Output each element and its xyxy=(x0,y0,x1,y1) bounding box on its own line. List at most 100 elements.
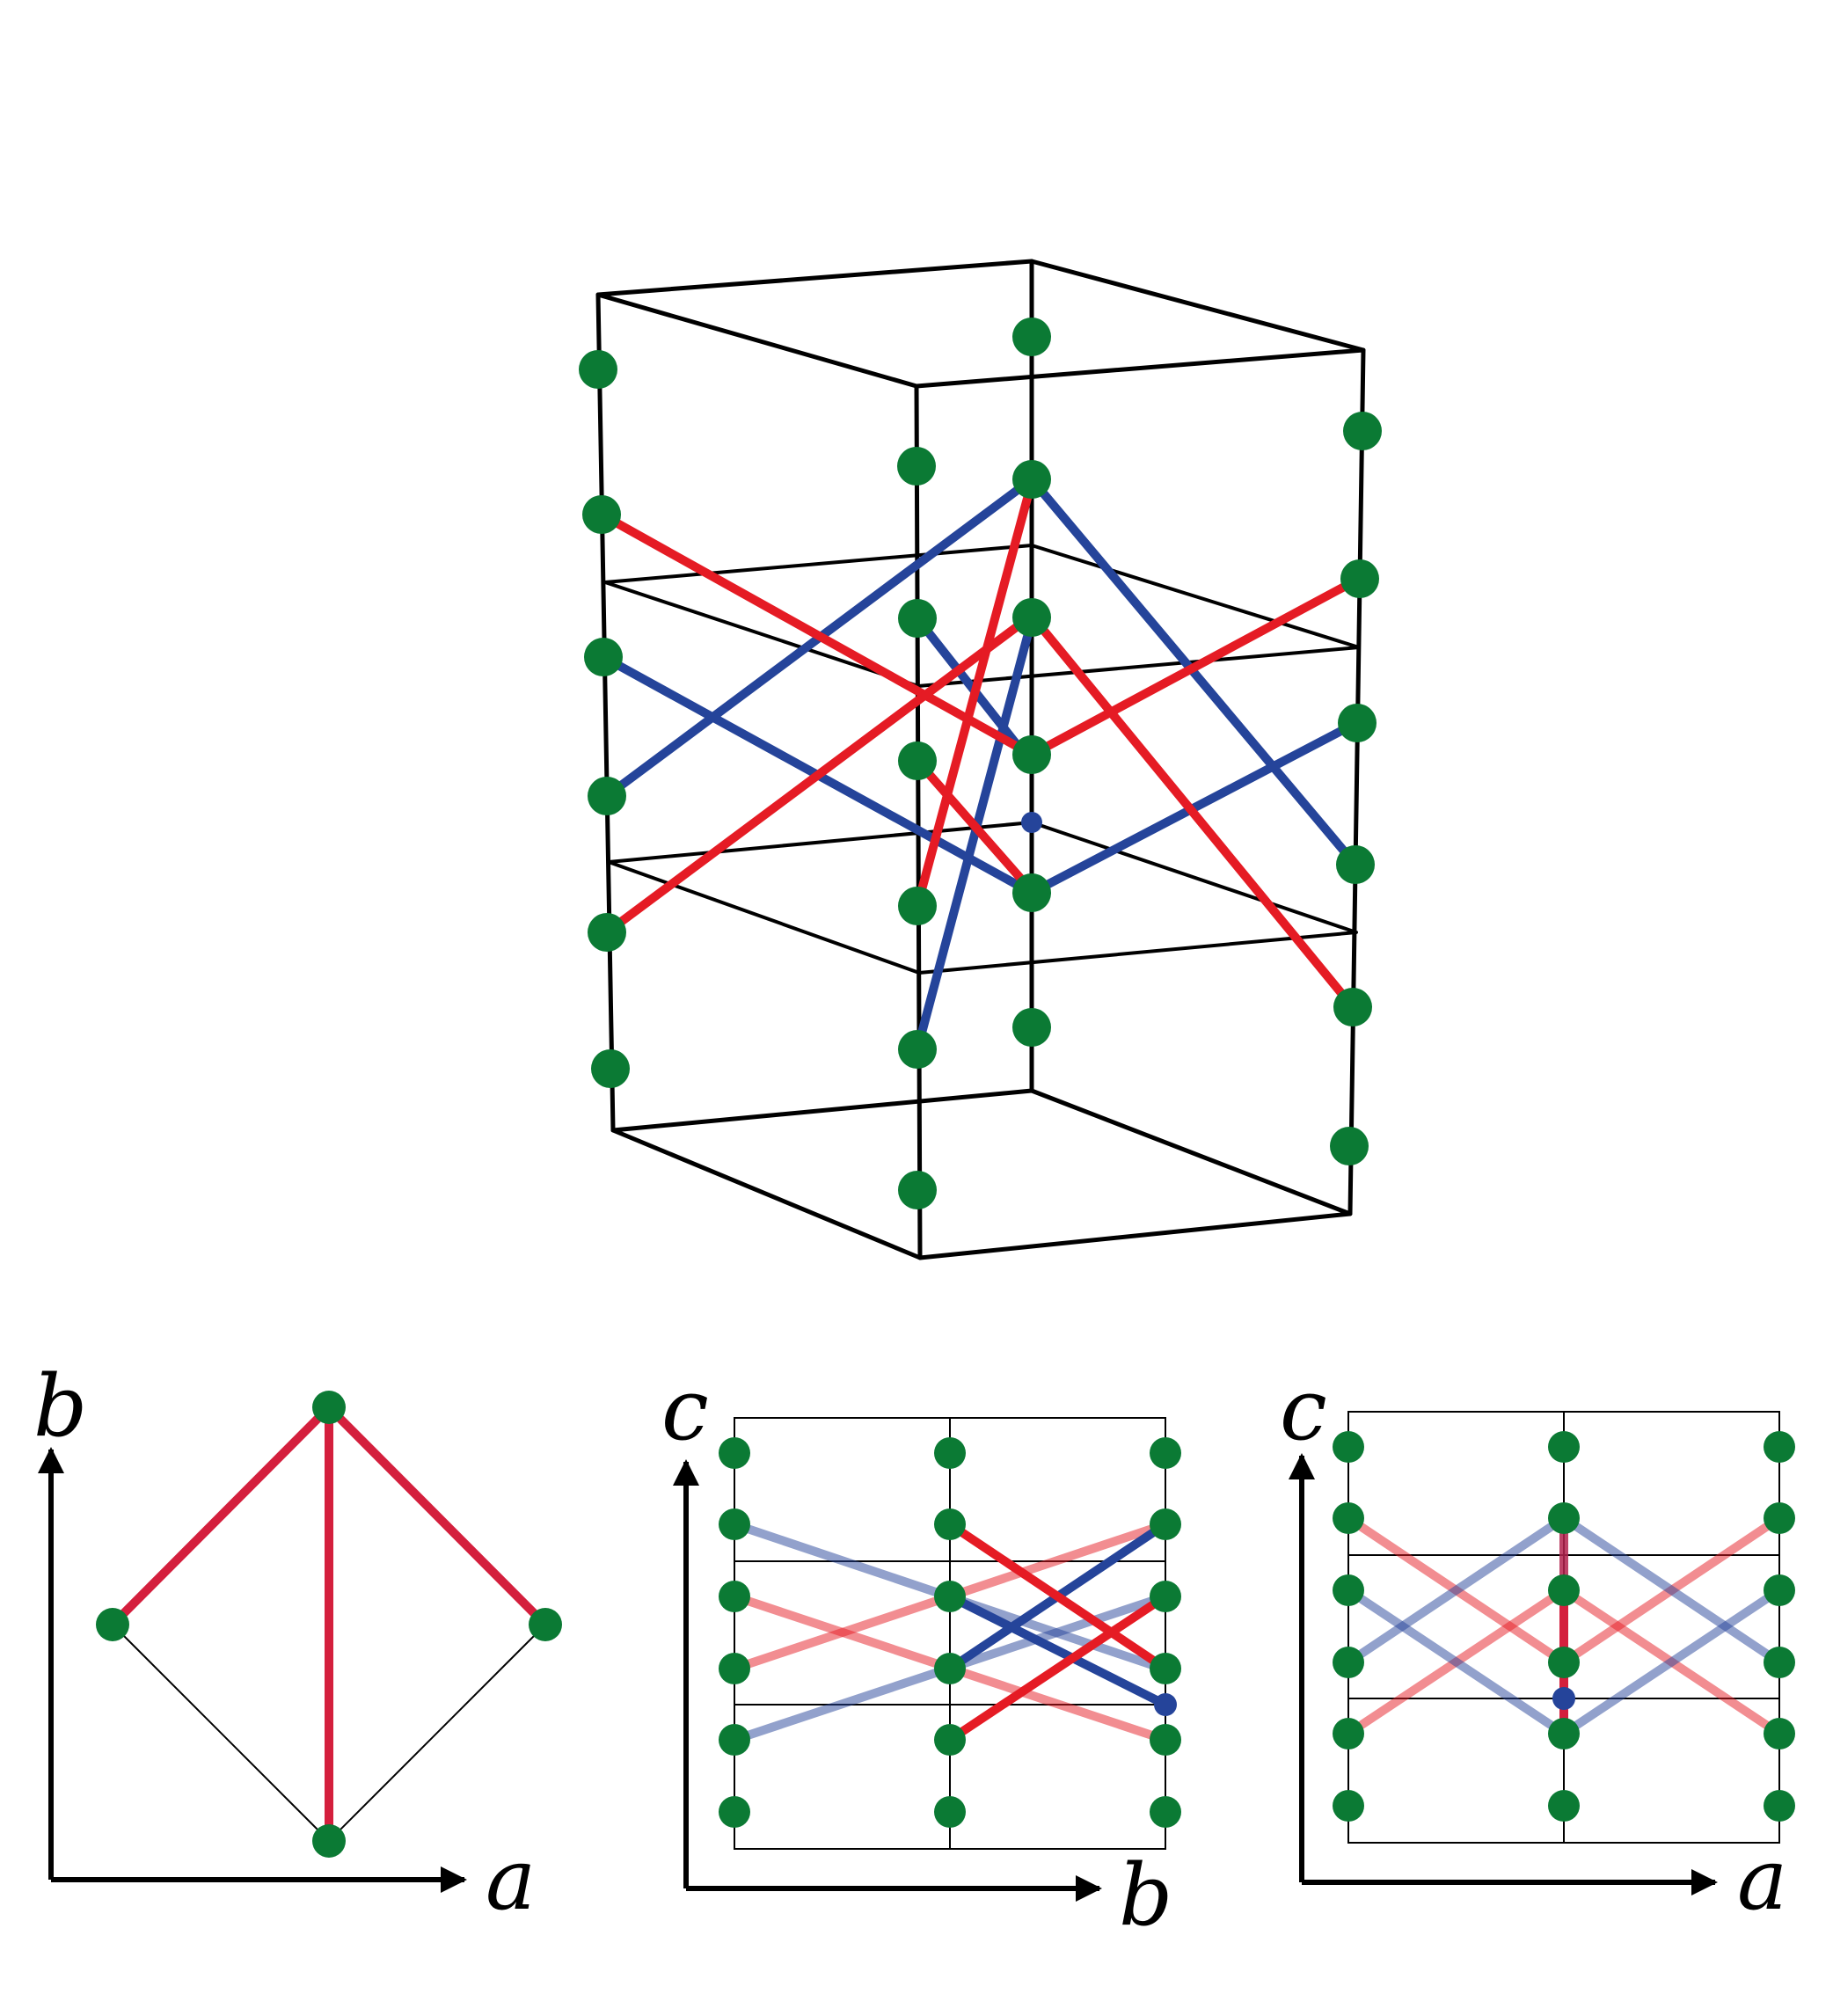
atom xyxy=(96,1608,129,1641)
blue-site xyxy=(1154,1693,1177,1716)
atom xyxy=(719,1508,750,1540)
unit-cell-frame xyxy=(595,259,1366,1260)
cell-section-lower xyxy=(607,821,1358,975)
axis-label-b: b xyxy=(1119,1846,1172,1945)
cell-edge-back-left xyxy=(595,292,616,1133)
projection-bc: c b xyxy=(661,1361,1181,1945)
atom xyxy=(1548,1574,1580,1606)
atom xyxy=(1333,1431,1364,1463)
atom xyxy=(1764,1718,1795,1749)
red-bond xyxy=(1027,574,1363,759)
cell-edge-front xyxy=(914,383,923,1260)
atom xyxy=(934,1508,966,1540)
red-bond xyxy=(913,756,1036,895)
atom xyxy=(1333,988,1372,1026)
atom xyxy=(1548,1431,1580,1463)
atom xyxy=(1012,735,1051,774)
atom xyxy=(1343,412,1382,450)
atom xyxy=(529,1608,562,1641)
atom xyxy=(1012,598,1051,637)
atom xyxy=(898,1171,937,1209)
cell-bottom-face xyxy=(610,1088,1353,1260)
atom xyxy=(1330,1127,1369,1165)
atom xyxy=(1012,1008,1051,1047)
atom xyxy=(719,1796,750,1828)
bonds-3d xyxy=(597,475,1363,1054)
atom xyxy=(1150,1724,1181,1756)
atom xyxy=(1764,1431,1795,1463)
red-bond xyxy=(597,510,1036,759)
atom xyxy=(579,350,617,389)
blue-projected-bond xyxy=(1559,1514,1784,1667)
atom xyxy=(312,1391,346,1424)
atom xyxy=(1150,1508,1181,1540)
projection-ac: c a xyxy=(1280,1361,1795,1929)
atom xyxy=(1548,1718,1580,1749)
atom xyxy=(1333,1502,1364,1534)
atom xyxy=(1333,1574,1364,1606)
atom xyxy=(312,1824,346,1858)
atom xyxy=(934,1796,966,1828)
projection-ab: b a xyxy=(33,1357,562,1929)
red-projected-bond xyxy=(946,1520,1170,1673)
atom xyxy=(898,599,937,638)
atom xyxy=(588,913,626,952)
atoms-3d xyxy=(579,318,1382,1209)
axis-label-c: c xyxy=(661,1361,709,1459)
blue-projected-bond xyxy=(946,1592,1170,1709)
atom xyxy=(719,1724,750,1756)
cell-top-face xyxy=(595,259,1366,389)
red-projected-bond xyxy=(946,1592,1170,1744)
atom xyxy=(1333,1718,1364,1749)
blue-site xyxy=(1021,812,1042,833)
atom xyxy=(898,1030,937,1069)
atom xyxy=(1340,559,1379,598)
blue-bond xyxy=(913,616,1036,1054)
axis-label-c: c xyxy=(1280,1361,1327,1459)
red-bond xyxy=(1027,611,1357,1012)
cell-edge-right xyxy=(1347,347,1366,1216)
unit-cell-3d xyxy=(579,259,1382,1260)
atom xyxy=(719,1581,750,1612)
atom xyxy=(1764,1647,1795,1678)
atom xyxy=(582,495,621,534)
atom xyxy=(1150,1437,1181,1469)
atom xyxy=(1012,318,1051,356)
atom xyxy=(1548,1647,1580,1678)
atom xyxy=(719,1437,750,1469)
red-bond xyxy=(913,478,1036,910)
axis-label-a: a xyxy=(1737,1830,1787,1929)
atom xyxy=(934,1653,966,1684)
atom xyxy=(934,1724,966,1756)
atom xyxy=(1333,1790,1364,1822)
atom xyxy=(1012,460,1051,499)
thin-edge xyxy=(328,1624,546,1842)
cell-section-upper xyxy=(603,544,1361,688)
atom xyxy=(1764,1790,1795,1822)
atom xyxy=(1150,1796,1181,1828)
blue-site xyxy=(1552,1687,1575,1710)
blue-projected-bond xyxy=(1344,1514,1568,1667)
atom xyxy=(1548,1502,1580,1534)
atom xyxy=(898,887,937,925)
atom xyxy=(1548,1790,1580,1822)
atom xyxy=(1333,1647,1364,1678)
axis-label-b: b xyxy=(33,1357,87,1456)
red-projected-bond xyxy=(325,1404,549,1628)
atom xyxy=(1150,1653,1181,1684)
blue-projected-bond xyxy=(1344,1586,1568,1738)
blue-projected-bond xyxy=(1559,1586,1784,1738)
atom xyxy=(1764,1574,1795,1606)
atom xyxy=(897,447,936,486)
atom xyxy=(719,1653,750,1684)
atom xyxy=(1150,1581,1181,1612)
atom xyxy=(1338,704,1377,742)
thin-edge xyxy=(112,1624,330,1842)
atom xyxy=(591,1049,630,1088)
red-bond xyxy=(602,611,1036,937)
axis-label-a: a xyxy=(486,1830,536,1929)
atom xyxy=(1336,845,1375,884)
red-projected-bond xyxy=(109,1404,332,1628)
atom xyxy=(934,1581,966,1612)
